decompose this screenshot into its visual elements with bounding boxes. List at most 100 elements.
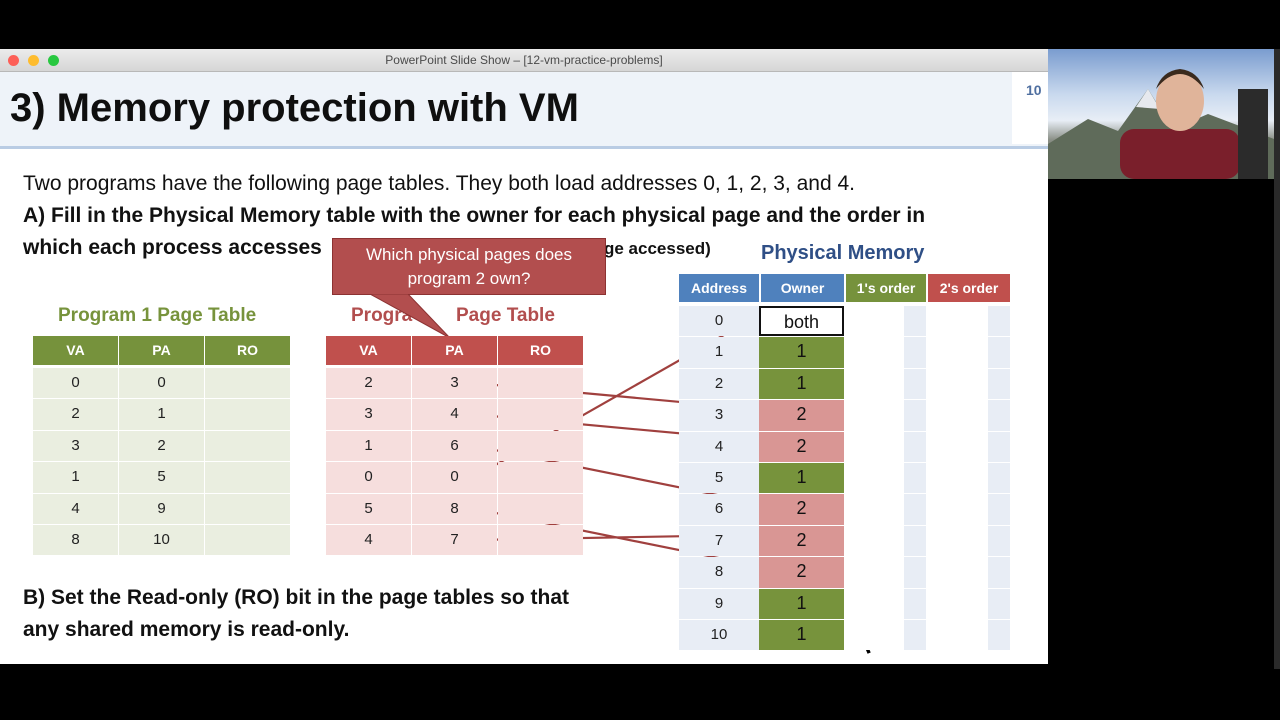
- window-title-bar: PowerPoint Slide Show – [12-vm-practice-…: [0, 49, 1048, 72]
- minimize-window-button[interactable]: [28, 55, 39, 66]
- program2-cell: 4: [326, 525, 411, 556]
- program1-cell: 10: [119, 525, 204, 556]
- pm-header-1: Owner: [761, 274, 844, 302]
- pm-order-cell: [846, 337, 926, 368]
- pm-owner-cell: 1: [759, 368, 844, 400]
- pm-order-cell: [928, 620, 1010, 651]
- pm-order-cell: [928, 525, 1010, 557]
- pm-order-cell: [846, 431, 926, 462]
- program2-cell: 5: [326, 493, 411, 524]
- program1-cell: [205, 399, 290, 430]
- pm-owner-cell: both: [759, 306, 844, 337]
- question-a-line2: which each process accesses: [23, 236, 322, 259]
- program1-cell: 0: [33, 368, 118, 399]
- program2-cell: [498, 399, 583, 430]
- program2-cell: [498, 430, 583, 462]
- pm-address-cell: 10: [679, 620, 759, 651]
- question-a-line1: A) Fill in the Physical Memory table wit…: [23, 204, 926, 227]
- program1-cell: [205, 493, 290, 524]
- slide-number: 10: [1026, 82, 1042, 98]
- pm-order-cell: [928, 400, 1010, 431]
- slide-title: 3) Memory protection with VM: [10, 86, 579, 130]
- pm-order-cell: [928, 306, 1010, 337]
- pm-address-cell: 7: [679, 525, 759, 557]
- program2-cell: 1: [326, 430, 411, 462]
- program2-cell: [498, 462, 583, 493]
- pm-order-cell: [846, 368, 926, 400]
- program2-cell: 3: [412, 368, 497, 399]
- pm-address-cell: 4: [679, 431, 759, 462]
- program2-cell: 6: [412, 430, 497, 462]
- pm-order-cell: [846, 525, 926, 557]
- program1-cell: 9: [119, 493, 204, 524]
- pm-address-cell: 6: [679, 494, 759, 525]
- zoom-window-button[interactable]: [48, 55, 59, 66]
- pm-header-2: 1's order: [846, 274, 926, 302]
- question-b-line1: B) Set the Read-only (RO) bit in the pag…: [23, 586, 570, 609]
- program2-title-left: Progra: [351, 305, 413, 326]
- program2-header-pa: PA: [412, 336, 497, 365]
- pm-owner-cell: 2: [759, 494, 844, 525]
- program1-header-pa: PA: [119, 336, 204, 365]
- program1-cell: [205, 525, 290, 556]
- program1-cell: 3: [33, 430, 118, 462]
- question-a-tail: ge accessed): [604, 239, 711, 258]
- program1-cell: 5: [119, 462, 204, 493]
- slide-header-band: [0, 72, 1048, 149]
- program2-cell: 3: [326, 399, 411, 430]
- program1-cell: [205, 368, 290, 399]
- pm-owner-cell: 2: [759, 431, 844, 462]
- program2-cell: [498, 368, 583, 399]
- program2-cell: 2: [326, 368, 411, 399]
- program1-cell: 0: [119, 368, 204, 399]
- program2-cell: [498, 525, 583, 556]
- pm-order-cell: [846, 494, 926, 525]
- program1-cell: 2: [119, 430, 204, 462]
- slide-number-box: [1012, 72, 1048, 144]
- webcam-video: [1048, 49, 1274, 179]
- program2-cell: 0: [412, 462, 497, 493]
- pm-order-cell: [928, 557, 1010, 588]
- callout-pointer: [370, 294, 451, 339]
- pm-address-cell: 2: [679, 368, 759, 400]
- program1-header-va: VA: [33, 336, 118, 365]
- pm-address-cell: 5: [679, 463, 759, 494]
- program1-cell: 2: [33, 399, 118, 430]
- callout-box: Which physical pages does program 2 own?: [332, 238, 606, 295]
- pm-order-cell: [928, 588, 1010, 619]
- program2-header-ro: RO: [498, 336, 583, 365]
- program1-cell: 8: [33, 525, 118, 556]
- pm-owner-cell: 1: [759, 620, 844, 651]
- pm-owner-cell: 2: [759, 400, 844, 431]
- program2-cell: 4: [412, 399, 497, 430]
- program1-cell: [205, 462, 290, 493]
- pm-address-cell: 1: [679, 337, 759, 368]
- pm-owner-cell: 2: [759, 525, 844, 557]
- close-window-button[interactable]: [8, 55, 19, 66]
- pm-address-cell: 9: [679, 588, 759, 619]
- program2-header-va: VA: [326, 336, 411, 365]
- program1-title: Program 1 Page Table: [58, 305, 257, 326]
- program2-cell: 7: [412, 525, 497, 556]
- program1-cell: 4: [33, 493, 118, 524]
- program2-title-right: Page Table: [456, 305, 555, 326]
- window-title: PowerPoint Slide Show – [12-vm-practice-…: [385, 53, 663, 67]
- program2-cell: 8: [412, 493, 497, 524]
- program1-header-ro: RO: [205, 336, 290, 365]
- pm-owner-cell: 1: [759, 337, 844, 368]
- pm-order-cell: [846, 306, 926, 337]
- pm-order-cell: [928, 494, 1010, 525]
- program2-cell: [498, 493, 583, 524]
- bottom-black-bar: [0, 664, 1048, 720]
- window-scrollbar[interactable]: [1274, 49, 1280, 669]
- program1-cell: [205, 430, 290, 462]
- pm-order-cell: [846, 400, 926, 431]
- pm-order-cell: [928, 431, 1010, 462]
- program1-cell: 1: [119, 399, 204, 430]
- pm-address-cell: 0: [679, 306, 759, 337]
- pm-order-cell: [846, 588, 926, 619]
- program2-cell: 0: [326, 462, 411, 493]
- slide[interactable]: 10 3) Memory protection with VM Two prog…: [0, 72, 1048, 664]
- pm-owner-cell: 2: [759, 557, 844, 588]
- pm-order-cell: [928, 463, 1010, 494]
